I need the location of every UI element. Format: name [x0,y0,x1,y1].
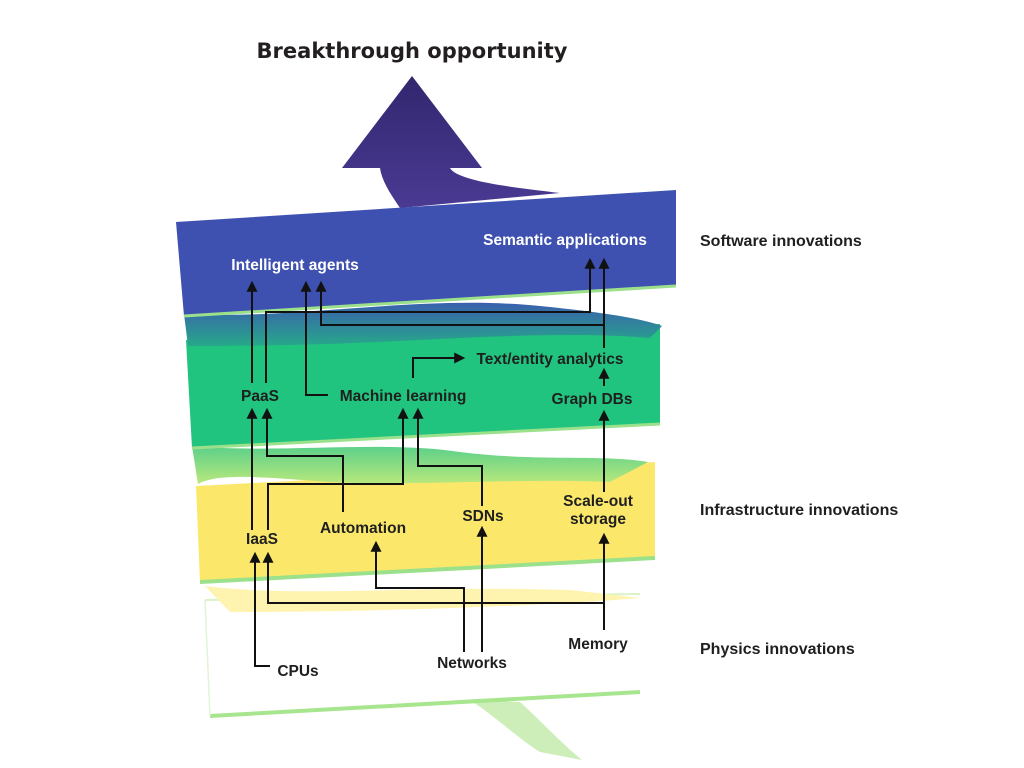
breakthrough-arrow [342,76,560,208]
infrastructure-innovations-label: Infrastructure innovations [700,502,898,519]
diagram-title: Breakthrough opportunity [257,39,568,63]
cpus-to-iaas-line [249,551,270,667]
scale-out-storage-label-line2: storage [570,511,626,528]
physics-band [204,593,641,718]
networks-label: Networks [437,655,507,672]
networks-to-automation-line [370,540,465,652]
automation-to-paas-line [261,407,344,512]
paas-label: PaaS [241,388,279,405]
software-innovations-label: Software innovations [700,233,862,250]
ml-to-analytics-line [412,352,466,378]
machine-learning-label: Machine learning [340,388,467,405]
yellow-twist-ribbon [205,586,640,612]
memory-label: Memory [568,636,628,653]
infrastructure-band [196,462,656,584]
automation-label: Automation [320,520,406,537]
sdns-to-ml-line [412,407,483,506]
scale-out-storage-label-line1: Scale-out [563,493,633,510]
intelligent-agents-label: Intelligent agents [231,257,358,274]
connector-lines [246,257,610,667]
iaas-to-ml-line [267,407,409,530]
applications-band [186,324,661,450]
physics-innovations-label: Physics innovations [700,641,855,658]
semantic-applications-label: Semantic applications [483,232,647,249]
ml-to-agents-line [300,280,328,396]
graph-dbs-label: Graph DBs [552,391,633,408]
text-entity-analytics-label: Text/entity analytics [476,351,623,368]
tail-ribbon [470,700,582,760]
iaas-label: IaaS [246,531,278,548]
sdns-label: SDNs [462,508,503,525]
cpus-label: CPUs [277,663,318,680]
analytics-to-agents-line [315,280,605,348]
paas-to-semantic-line [265,257,596,383]
